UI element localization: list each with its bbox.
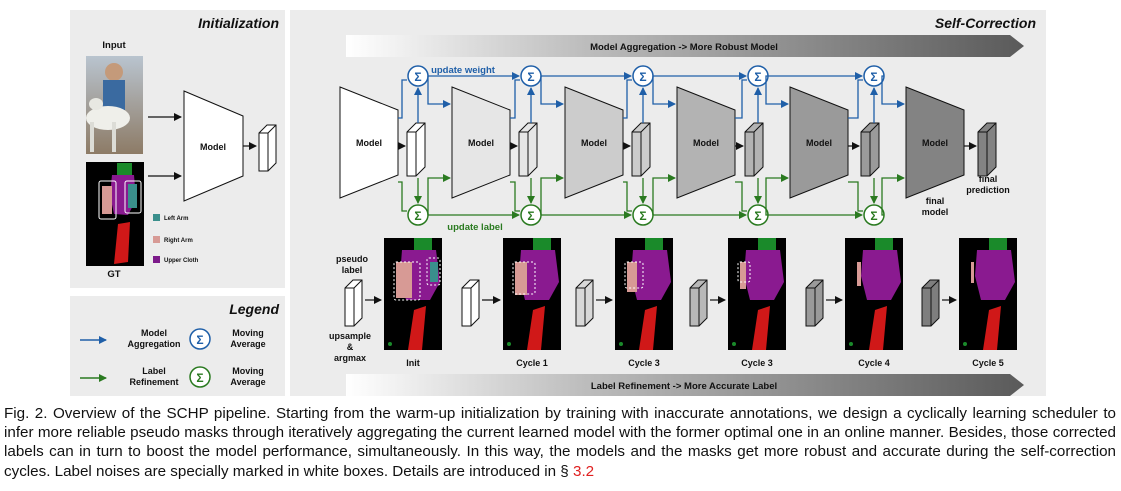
svg-text:Σ: Σ <box>527 70 534 84</box>
legend-moving-l1b: Moving <box>232 366 264 376</box>
input-photo <box>86 56 143 154</box>
schp-pipeline-diagram: Initialization Legend Self-Correction In… <box>70 10 1046 396</box>
upper-cloth-label: Upper Cloth <box>164 258 199 264</box>
top-banner-text: Model Aggregation -> More Robust Model <box>590 42 778 53</box>
model-block-5 <box>905 86 965 199</box>
legend-label-l1: Label <box>142 366 166 376</box>
final-model-l1: final <box>926 196 945 206</box>
legend-green-sigma-icon <box>189 366 211 388</box>
upsample-l1: upsample <box>329 331 371 341</box>
model-label-4: Model <box>806 138 832 148</box>
cycle-label-1: Cycle 1 <box>516 358 548 368</box>
caption-text: Fig. 2. Overview of the SCHP pipeline. S… <box>4 405 1116 480</box>
label-row: Init Cycle 1 Cycle 3 Cycle 3 Cycle 4 Cycle 5 <box>344 238 1017 368</box>
model-label-2: Model <box>581 138 607 148</box>
init-model-block <box>183 90 244 202</box>
upsample-l2: & <box>347 342 354 352</box>
update-weight-label: update weight <box>431 65 496 76</box>
svg-text:Σ: Σ <box>414 209 421 223</box>
legend-average-l2b: Average <box>230 377 265 387</box>
model-label-3: Model <box>693 138 719 148</box>
svg-text:Σ: Σ <box>527 209 534 223</box>
bottom-banner-arrow <box>346 374 1024 396</box>
svg-text:Σ: Σ <box>196 371 203 385</box>
input-label: Input <box>102 40 126 51</box>
model-label-5: Model <box>922 138 948 148</box>
model-block-2 <box>564 86 624 199</box>
right-arm-label: Right Arm <box>164 238 193 244</box>
caption-section-ref[interactable]: 3.2 <box>573 462 595 480</box>
mask-2 <box>615 238 673 350</box>
model-block-4 <box>789 86 849 199</box>
top-banner-arrow <box>346 35 1024 57</box>
svg-text:Σ: Σ <box>639 70 646 84</box>
gt-label: GT <box>107 269 120 280</box>
svg-text:Σ: Σ <box>870 70 877 84</box>
final-model-l2: model <box>922 207 949 217</box>
mask-0 <box>384 238 442 350</box>
legend-model-l2: Aggregation <box>128 339 181 349</box>
upper-cloth-swatch <box>153 256 160 263</box>
cycle-label-5: Cycle 5 <box>972 358 1004 368</box>
mask-4 <box>845 238 903 350</box>
model-label-0: Model <box>356 138 382 148</box>
self-correction-title: Self-Correction <box>935 15 1036 31</box>
mask-1 <box>503 238 561 350</box>
svg-text:Σ: Σ <box>754 209 761 223</box>
final-prediction-l1: final <box>979 174 998 184</box>
gt-mask <box>86 162 144 266</box>
init-model-label: Model <box>200 142 226 152</box>
legend-title: Legend <box>229 301 279 317</box>
legend-label-l2: Refinement <box>129 377 178 387</box>
left-arm-swatch <box>153 214 160 221</box>
svg-text:Σ: Σ <box>754 70 761 84</box>
upsample-l3: argmax <box>334 353 366 363</box>
legend-moving-l1: Moving <box>232 328 264 338</box>
mask-5 <box>959 238 1017 350</box>
cycle-label-0: Init <box>406 358 420 368</box>
model-block-0 <box>339 86 399 199</box>
cycle-label-4: Cycle 4 <box>858 358 890 368</box>
legend-blue-sigma-icon <box>189 328 211 350</box>
model-block-1 <box>451 86 511 199</box>
final-prediction-l2: prediction <box>966 185 1010 195</box>
svg-text:Σ: Σ <box>639 209 646 223</box>
initialization-title: Initialization <box>198 15 279 31</box>
right-arm-swatch <box>153 236 160 243</box>
pseudo-label-l1: pseudo <box>336 254 369 264</box>
svg-text:Σ: Σ <box>870 209 877 223</box>
model-block-3 <box>676 86 736 199</box>
left-arm-label: Left Arm <box>164 216 188 222</box>
legend-model-l1: Model <box>141 328 167 338</box>
figure-caption: Fig. 2. Overview of the SCHP pipeline. S… <box>4 404 1116 481</box>
model-label-1: Model <box>468 138 494 148</box>
bottom-banner-text: Label Refinement -> More Accurate Label <box>591 381 777 392</box>
pseudo-label-l2: label <box>342 265 363 275</box>
cycle-label-2: Cycle 3 <box>628 358 660 368</box>
update-label-label: update label <box>447 222 502 233</box>
svg-text:Σ: Σ <box>196 333 203 347</box>
svg-text:Σ: Σ <box>414 70 421 84</box>
mask-3 <box>728 238 786 350</box>
cycle-label-3: Cycle 3 <box>741 358 773 368</box>
legend-average-l2: Average <box>230 339 265 349</box>
